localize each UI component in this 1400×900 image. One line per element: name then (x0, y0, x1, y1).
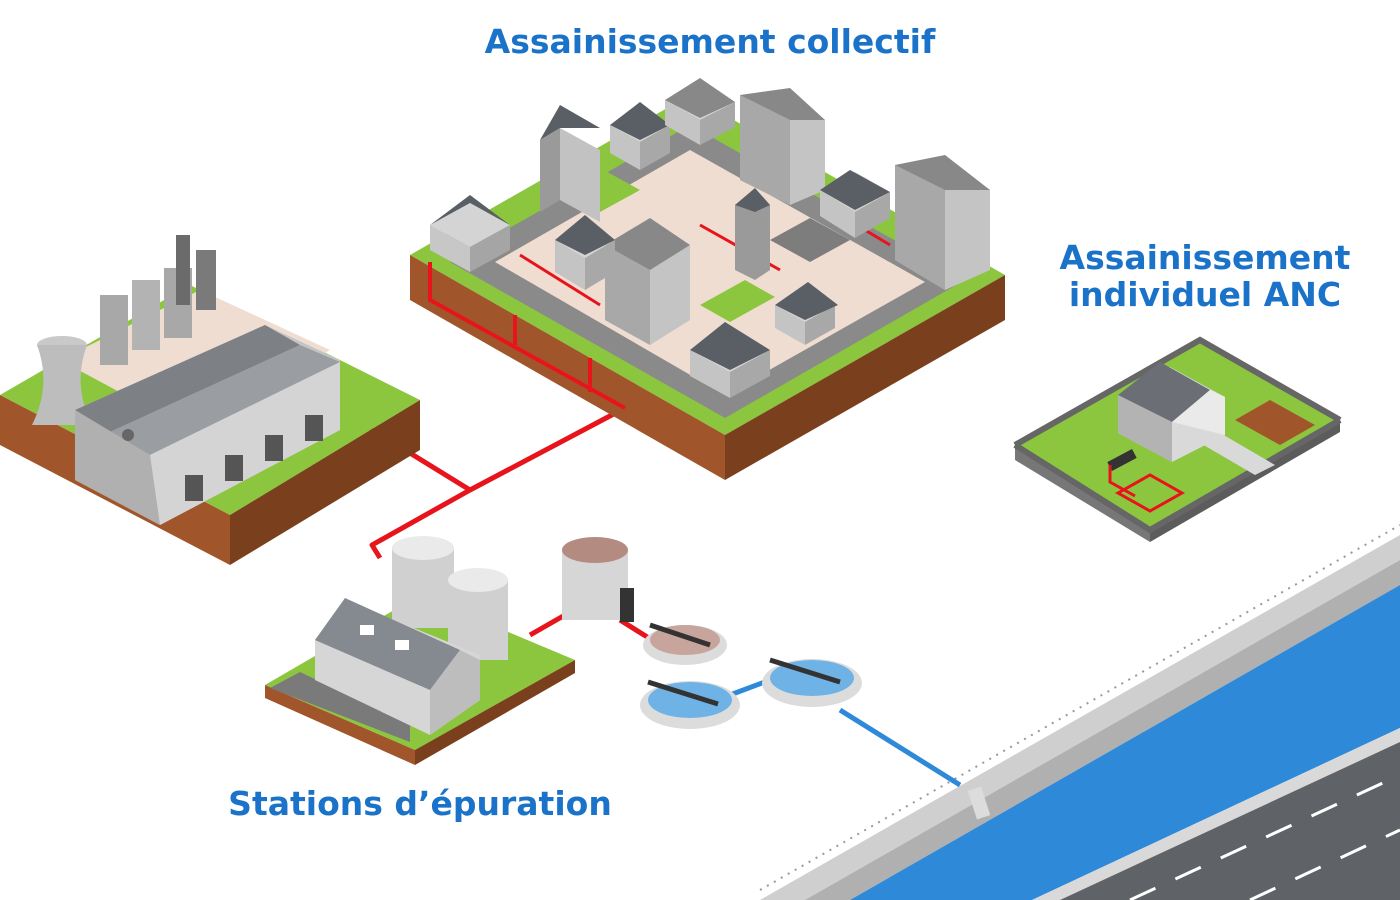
anc-plot (1013, 336, 1342, 542)
town-buildings (430, 78, 990, 398)
pipe-treated-water (838, 707, 962, 788)
industrial-site (0, 235, 420, 565)
river (850, 585, 1400, 900)
label-anc-line2: individuel ANC (1068, 274, 1342, 314)
label-assainissement-individuel: Assainissement individuel ANC (1035, 238, 1375, 314)
label-anc-line1: Assainissement (1059, 238, 1351, 277)
pipe-to-station (369, 487, 472, 560)
outfall-pipe (967, 786, 991, 820)
label-stations-epuration: Stations d’épuration (200, 784, 640, 823)
river-and-road (759, 524, 1400, 900)
label-assainissement-collectif-text: Assainissement collectif (484, 22, 936, 61)
treatment-station (265, 536, 862, 765)
label-stations-epuration-text: Stations d’épuration (228, 784, 612, 823)
vegetable-garden (1235, 400, 1315, 445)
storage-tank (448, 568, 508, 592)
septic-tank (1107, 449, 1137, 471)
road (1060, 742, 1400, 900)
drain-field (1114, 473, 1186, 513)
storage-tank (392, 536, 454, 560)
label-assainissement-collectif: Assainissement collectif (430, 22, 990, 61)
town-block (410, 78, 1005, 480)
